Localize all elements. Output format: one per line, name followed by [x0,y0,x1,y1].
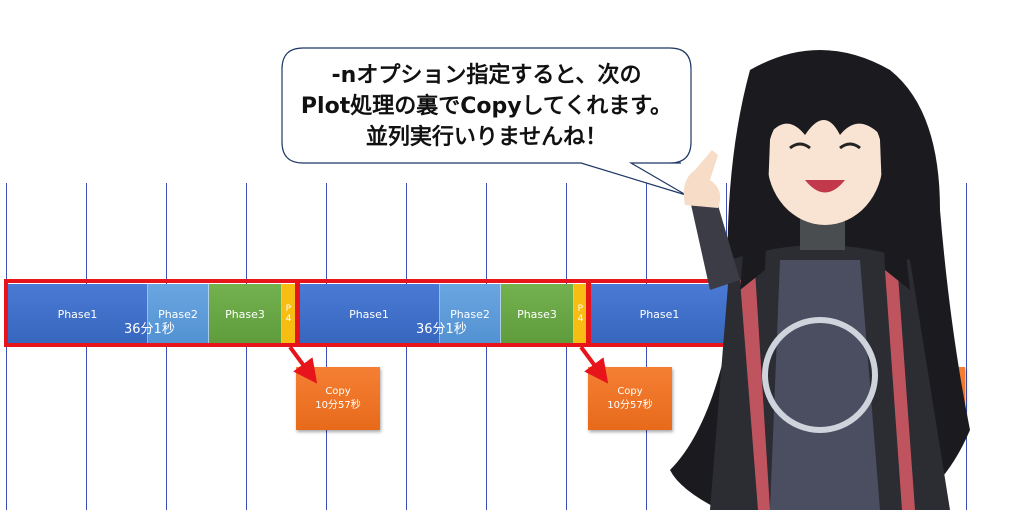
copy-duration: 10分57秒 [607,399,653,411]
speech-line: 並列実行いりませんね！ [365,125,608,150]
copy-label: Copy [325,385,351,397]
plot-duration-label: 36分1秒 [124,322,175,337]
speech-text: -nオプション指定すると、次の Plot処理の裏でCopyしてくれます。 並列実… [281,60,692,153]
grid-line [966,183,967,510]
phase3-block: Phase3 [209,284,282,344]
phase1-block: Phase1 [8,284,148,344]
copy-block: Copy 10分57秒 [296,367,380,430]
anime-girl-illustration [670,50,970,510]
phase1-block: Phase1 [299,284,440,344]
phase1-block: Phase1 [590,284,730,344]
copy-label: Copy [617,385,643,397]
phase2-block: Phase2 [440,284,501,344]
plot-duration-label: 36分1秒 [416,322,467,337]
copy-duration: 10分57秒 [315,399,361,411]
speech-line: Plot処理の裏でCopyしてくれます。 [300,94,673,119]
phase3-block: Phase3 [501,284,574,344]
speech-line: -nオプション指定すると、次の [331,63,642,88]
speech-bubble [281,47,692,196]
phase2-block: Phase2 [148,284,209,344]
copy-block: Copy 10分57秒 [588,367,672,430]
